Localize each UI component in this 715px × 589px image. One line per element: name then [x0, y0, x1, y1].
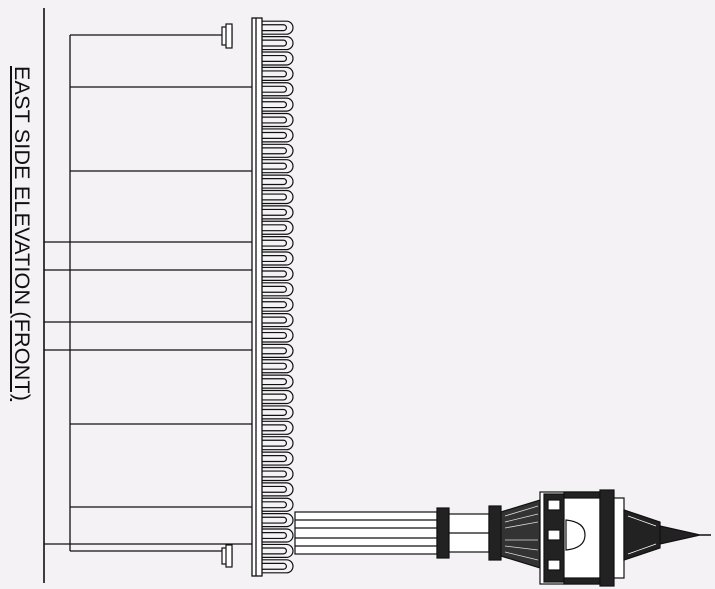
spire-tower [294, 489, 711, 587]
roof-band [251, 17, 263, 577]
building-walls [69, 34, 252, 552]
entrance-steps [44, 241, 252, 545]
scalloped-parapet [262, 20, 294, 574]
cornice-end-blocks [221, 23, 233, 568]
